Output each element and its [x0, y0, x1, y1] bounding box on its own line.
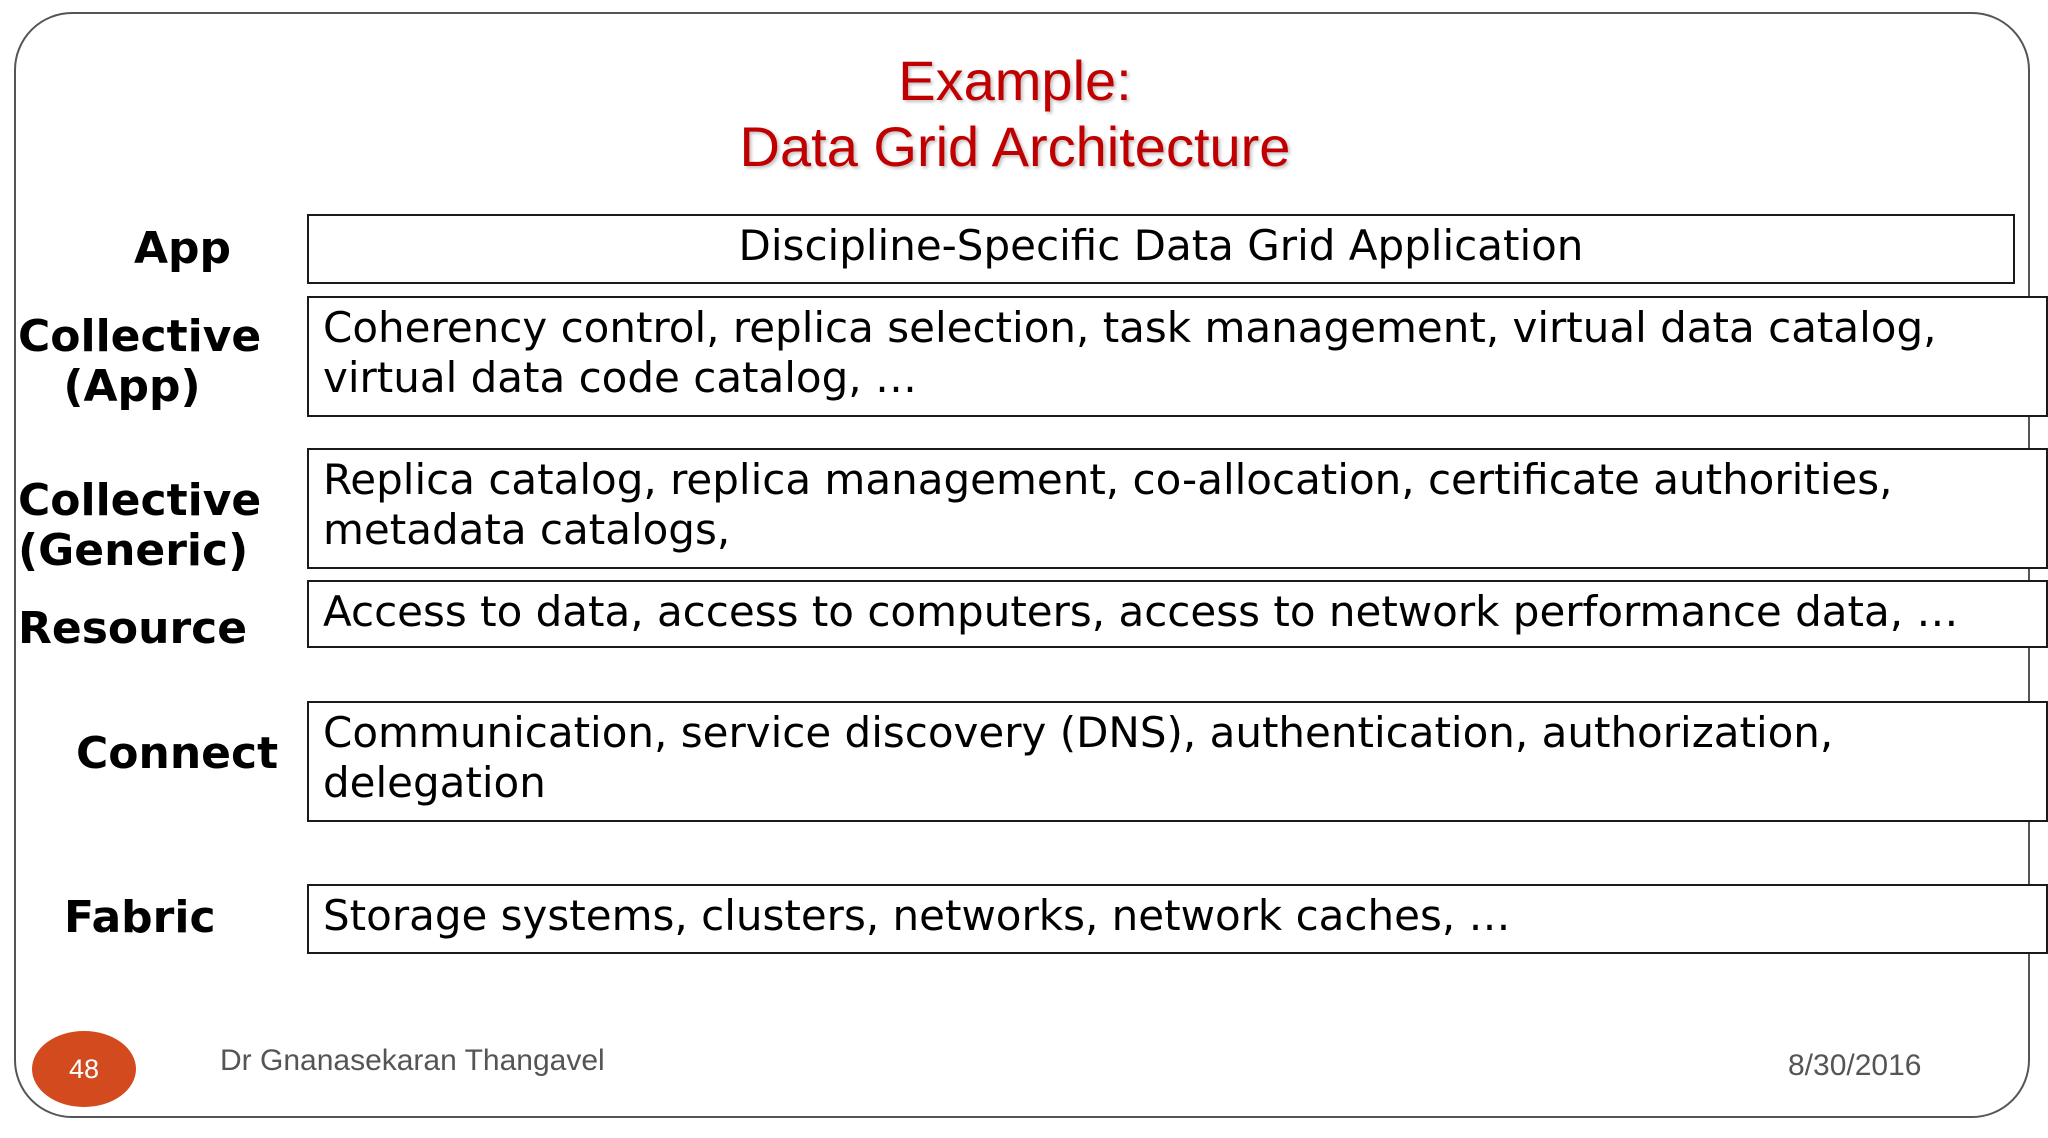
layer-label-connect: Connect	[76, 728, 279, 779]
page-number-badge: 48	[32, 1031, 136, 1107]
slide-title-line1: Example:	[898, 49, 1132, 112]
layer-box-resource: Access to data, access to computers, acc…	[307, 580, 2048, 648]
slide-title: Example: Data Grid Architecture	[0, 48, 2030, 180]
layer-label-collective-generic-line2: (Generic)	[18, 525, 249, 576]
layer-box-app: Discipline-Specific Data Grid Applicatio…	[307, 214, 2015, 284]
layer-box-collective-generic: Replica catalog, replica management, co-…	[307, 448, 2048, 569]
footer-date: 8/30/2016	[1788, 1049, 1922, 1082]
layer-box-fabric: Storage systems, clusters, networks, net…	[307, 884, 2048, 954]
layer-label-fabric: Fabric	[64, 892, 216, 943]
layer-label-collective-app: Collective (App)	[18, 311, 262, 412]
layer-label-collective-generic-line1: Collective	[18, 475, 262, 526]
layer-label-collective-generic: Collective (Generic)	[18, 476, 261, 576]
layer-box-collective-app: Coherency control, replica selection, ta…	[307, 296, 2048, 417]
layer-label-app: App	[134, 223, 232, 274]
footer-author: Dr Gnanasekaran Thangavel	[220, 1044, 605, 1077]
layer-label-collective-app-line1: Collective	[18, 311, 262, 362]
slide-title-line2: Data Grid Architecture	[739, 115, 1291, 178]
layer-label-collective-app-line2: (App)	[63, 361, 201, 412]
layer-box-connect: Communication, service discovery (DNS), …	[307, 701, 2048, 822]
layer-label-resource: Resource	[18, 603, 248, 654]
